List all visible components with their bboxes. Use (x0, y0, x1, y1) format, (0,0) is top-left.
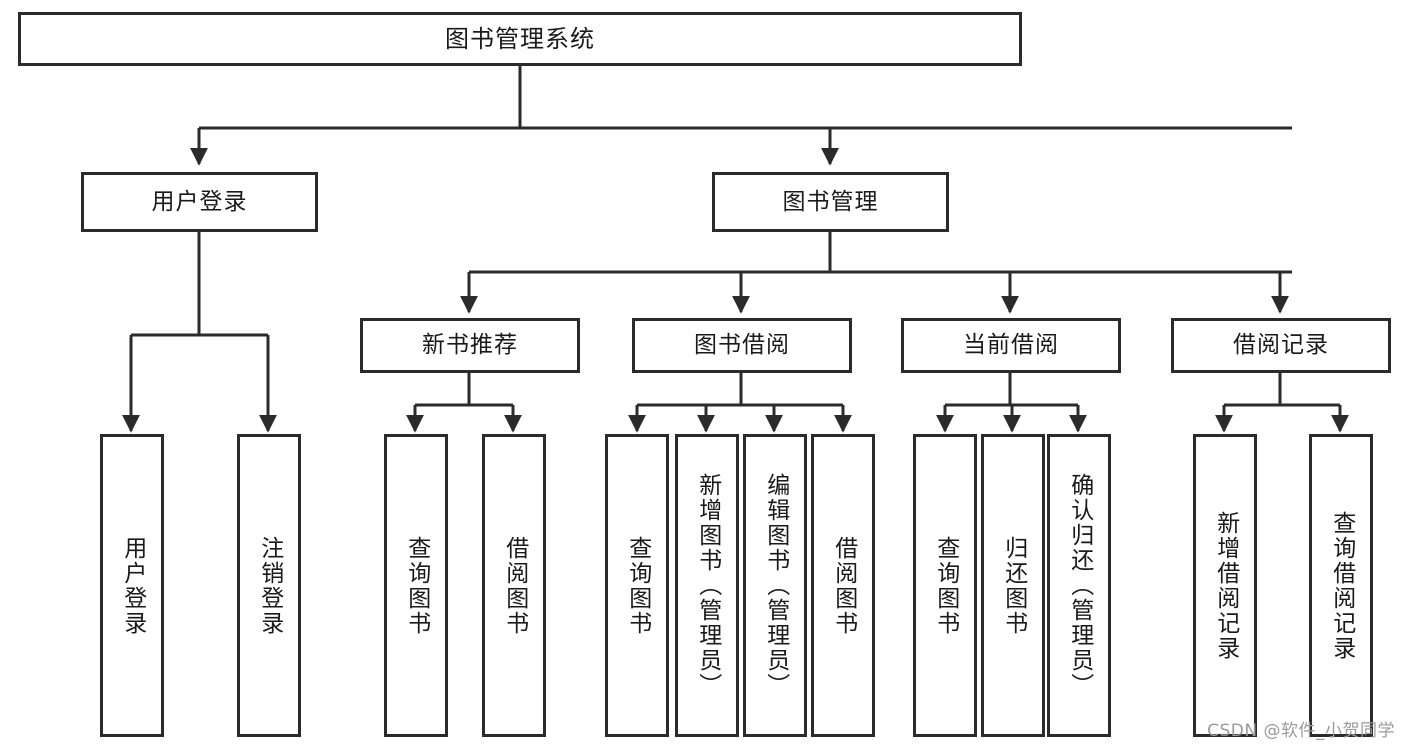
node-current-borrowing[interactable]: 当前借阅 (901, 318, 1121, 373)
node-book-management[interactable]: 图书管理 (712, 172, 949, 232)
node-label: 编辑图书（管理员） (762, 473, 789, 698)
node-new-book-recommendation[interactable]: 新书推荐 (360, 318, 580, 373)
node-label: 新增借阅记录 (1212, 510, 1239, 661)
leaf-query-book-current[interactable]: 查询图书 (913, 434, 977, 737)
node-label: 当前借阅 (963, 332, 1059, 358)
leaf-add-borrow-record[interactable]: 新增借阅记录 (1193, 434, 1257, 737)
leaf-return-book[interactable]: 归还图书 (981, 434, 1045, 737)
leaf-query-book-borrow[interactable]: 查询图书 (605, 434, 669, 737)
node-borrow-records[interactable]: 借阅记录 (1171, 318, 1391, 373)
leaf-user-login[interactable]: 用户登录 (100, 434, 164, 737)
node-label: 借阅记录 (1233, 332, 1329, 358)
leaf-edit-book-admin[interactable]: 编辑图书（管理员） (743, 434, 807, 737)
node-label: 查询图书 (403, 535, 430, 636)
node-label: 新书推荐 (422, 332, 518, 358)
node-label: 归还图书 (1000, 535, 1027, 636)
node-label: 图书管理 (782, 188, 879, 215)
leaf-borrow-book[interactable]: 借阅图书 (811, 434, 875, 737)
node-book-borrowing[interactable]: 图书借阅 (632, 318, 852, 373)
node-label: 借阅图书 (830, 535, 857, 636)
node-user-login[interactable]: 用户登录 (81, 172, 318, 232)
node-label: 用户登录 (151, 188, 248, 215)
leaf-confirm-return-admin[interactable]: 确认归还（管理员） (1047, 434, 1111, 737)
node-label: 图书管理系统 (445, 25, 595, 53)
node-label: 查询图书 (624, 535, 651, 636)
leaf-logout[interactable]: 注销登录 (237, 434, 301, 737)
node-label: 查询借阅记录 (1328, 510, 1355, 661)
leaf-query-book-new[interactable]: 查询图书 (384, 434, 448, 737)
watermark: CSDN @软件_小贺同学 (1207, 721, 1395, 741)
node-label: 注销登录 (256, 535, 283, 636)
leaf-borrow-book-new[interactable]: 借阅图书 (482, 434, 546, 737)
leaf-query-borrow-record[interactable]: 查询借阅记录 (1309, 434, 1373, 737)
node-label: 查询图书 (932, 535, 959, 636)
node-label: 图书借阅 (694, 332, 790, 358)
node-root-book-management-system[interactable]: 图书管理系统 (18, 12, 1022, 66)
leaf-add-book-admin[interactable]: 新增图书（管理员） (675, 434, 739, 737)
node-label: 借阅图书 (501, 535, 528, 636)
node-label: 用户登录 (119, 535, 146, 636)
node-label: 新增图书（管理员） (694, 473, 721, 698)
node-label: 确认归还（管理员） (1066, 473, 1093, 698)
